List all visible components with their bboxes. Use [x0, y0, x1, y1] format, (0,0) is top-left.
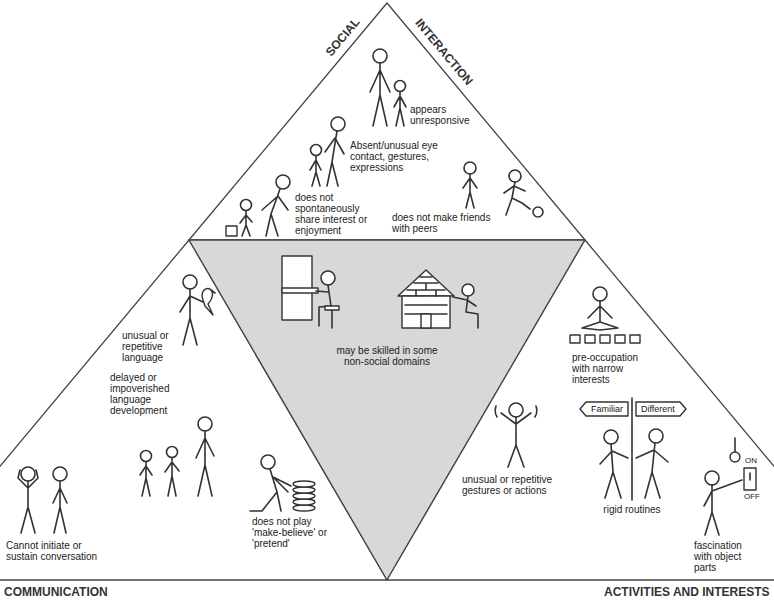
trait-caption: appears unresponsive	[410, 104, 474, 126]
trait-caption: fascination with object parts	[694, 540, 754, 573]
eye-contact-figures	[331, 117, 345, 131]
trait-caption: unusual or repetitive language	[122, 330, 176, 363]
region-shape	[189, 3, 585, 240]
communication-region: COMMUNICATIONunusual or repetitive langu…	[0, 240, 387, 580]
region-triangle	[387, 240, 774, 580]
switch-label: OFF	[744, 492, 760, 502]
piano-player-figure	[282, 288, 318, 293]
conversation-figures	[53, 467, 67, 481]
house-builder-figure	[462, 284, 474, 296]
sign-label: Familiar	[591, 404, 623, 414]
skills-region: may be skilled in some non-social domain…	[189, 240, 585, 580]
adult-child-figure	[395, 81, 406, 92]
sharing-figures	[226, 226, 237, 236]
adult-child-figure	[373, 49, 387, 63]
narrow-interest-figure	[630, 335, 640, 343]
region-triangle	[189, 3, 585, 240]
football-figures	[509, 170, 521, 182]
switch-figure	[734, 438, 736, 452]
sign-label: Different	[641, 404, 675, 414]
narrow-interest-figure	[570, 335, 580, 343]
football-figures	[533, 207, 543, 217]
signpost-figures	[604, 430, 618, 444]
narrow-interest-figure	[585, 335, 595, 343]
stacking-figure	[293, 493, 315, 499]
house-builder-figure	[421, 314, 431, 328]
parrot-figure	[183, 275, 197, 289]
narrow-interest-figure	[593, 287, 607, 301]
language-figures	[141, 451, 152, 462]
eye-contact-figures	[311, 145, 322, 156]
stacking-figure	[293, 481, 315, 487]
trait-caption: may be skilled in some non-social domain…	[327, 345, 447, 367]
region-heading: ACTIVITIES AND INTERESTS	[604, 585, 770, 599]
narrow-interest-figure	[615, 335, 625, 343]
narrow-interest-figure	[600, 335, 610, 343]
piano-player-figure	[321, 271, 335, 285]
switch-label: ON	[745, 456, 757, 466]
trait-caption: Cannot initiate or sustain conversation	[6, 540, 110, 562]
language-figures	[167, 447, 178, 458]
trait-caption: pre-occupation with narrow interests	[572, 352, 654, 385]
social-region: SOCIAL INTERACTION appears unresponsiveAbs…	[189, 3, 585, 240]
stacking-figure	[293, 487, 315, 493]
stacking-figure	[293, 499, 315, 505]
region-heading: INTERACTION	[412, 16, 475, 88]
switch-figure	[744, 468, 756, 490]
trait-caption: Absent/unusual eye contact, gestures, ex…	[350, 140, 444, 173]
signpost-figures	[631, 398, 633, 500]
switch-figure	[730, 452, 740, 462]
language-figures	[198, 417, 212, 431]
piano-player-figure	[325, 306, 339, 310]
trait-caption: does not make friends with peers	[392, 212, 496, 234]
signpost-figures	[636, 402, 686, 416]
sharing-figures	[241, 200, 252, 211]
conversation-figures	[21, 467, 35, 481]
signpost-figures	[649, 429, 663, 443]
region-heading: COMMUNICATION	[4, 585, 108, 599]
switch-figure	[705, 471, 719, 485]
activities-region: ACTIVITIES AND INTERESTSpre-occupation w…	[387, 240, 774, 580]
trait-caption: does not spontaneously share interest or…	[295, 192, 385, 236]
region-shape	[189, 240, 585, 580]
house-builder-figure	[402, 296, 450, 328]
trait-caption: unusual or repetitive gestures or action…	[462, 474, 564, 496]
switch-figure	[749, 473, 751, 480]
football-figures	[464, 162, 476, 174]
sharing-figures	[276, 175, 290, 189]
signpost-figures	[580, 402, 628, 416]
stacking-figure	[261, 455, 275, 469]
region-heading: SOCIAL	[323, 15, 363, 59]
trait-caption: rigid routines	[592, 504, 672, 515]
stacking-figure	[293, 505, 315, 511]
flapping-figure	[509, 403, 523, 417]
trait-caption: does not play 'make-believe' or 'pretend…	[252, 516, 336, 549]
region-shape	[387, 240, 774, 580]
region-shape	[0, 240, 387, 580]
trait-caption: delayed or impoverished language develop…	[110, 372, 182, 416]
